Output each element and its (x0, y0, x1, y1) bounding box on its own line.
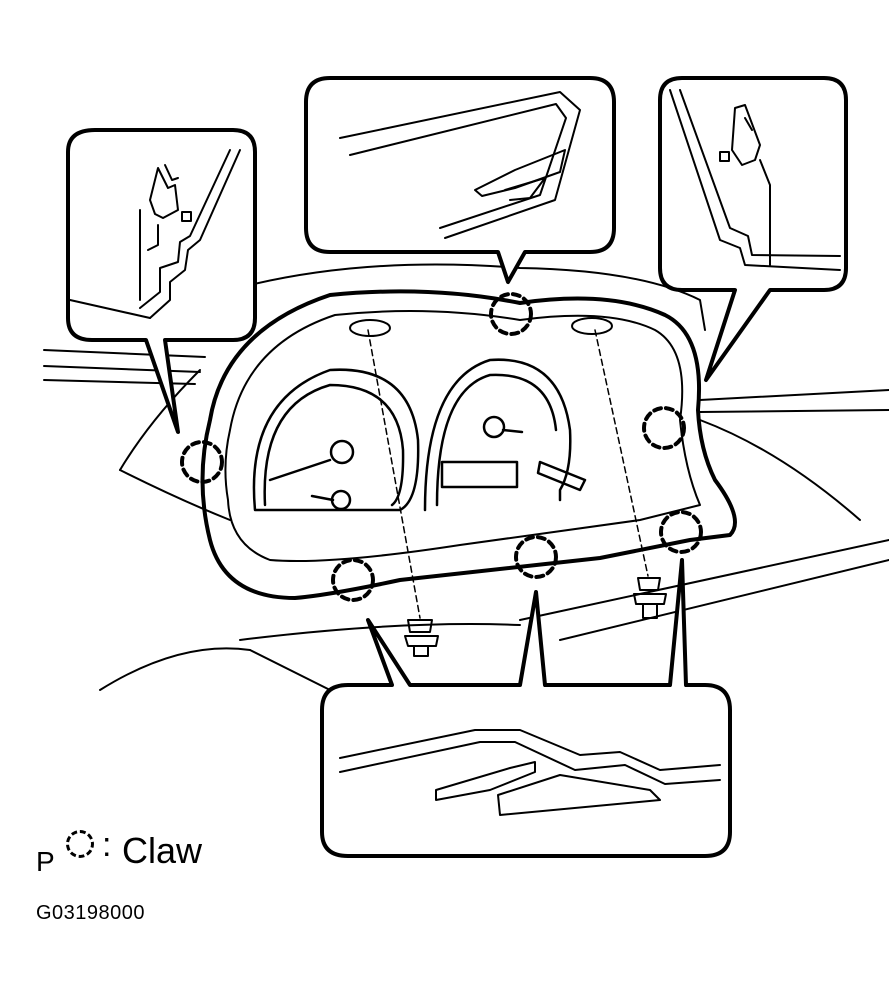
claw-top-icon (489, 292, 533, 336)
clip-right (633, 577, 667, 619)
claw-dashed-circle-icon (66, 830, 94, 858)
claw-right-lower-icon (659, 510, 703, 554)
clip-left (404, 619, 439, 657)
claw-bottom-left-icon (331, 558, 375, 602)
cluster-finish-panel-outline (200, 289, 737, 600)
clip-right-guide (594, 329, 649, 577)
legend-label: Claw (122, 830, 203, 871)
claw-left-icon (180, 440, 224, 484)
claw-bottom-middle-icon (514, 535, 558, 579)
callout-bottom (320, 558, 732, 858)
claw-markers (180, 292, 703, 602)
legend-separator: : (102, 826, 112, 864)
callout-top-middle (304, 76, 616, 284)
legend-prefix: P (36, 846, 55, 877)
callout-top-right (658, 76, 848, 382)
gauge-left (252, 368, 420, 512)
claw-right-upper-icon (642, 406, 686, 450)
callout-top-left (66, 128, 257, 434)
gauge-right (423, 358, 587, 512)
clip-left-guide (367, 329, 421, 619)
figure-code: G03198000 (36, 902, 146, 924)
